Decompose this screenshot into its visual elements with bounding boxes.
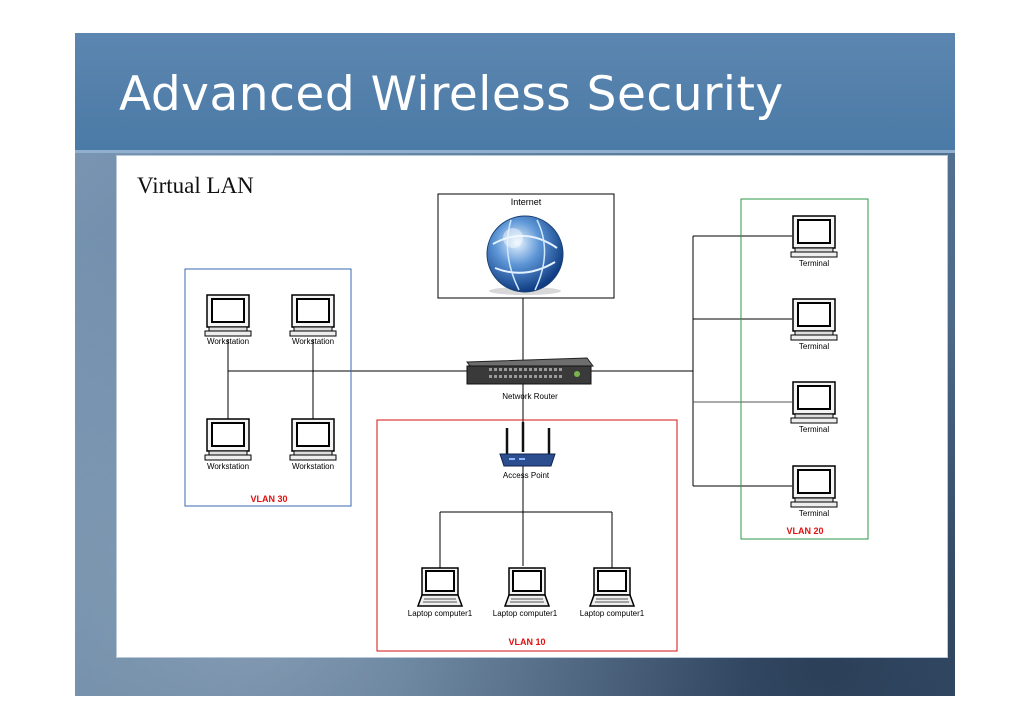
terminal-icon bbox=[790, 381, 838, 424]
router-label: Network Router bbox=[502, 392, 558, 401]
vlan30-group: Workstation Workstation Workstation Work… bbox=[184, 268, 352, 507]
vlan-diagram: Internet bbox=[184, 193, 869, 652]
internet-label: Internet bbox=[511, 197, 542, 207]
laptop-label: Laptop computer1 bbox=[493, 609, 558, 618]
laptop-icon bbox=[589, 567, 635, 607]
workstation-icon bbox=[289, 418, 337, 461]
title-bar: Advanced Wireless Security bbox=[75, 33, 955, 153]
slide-subtitle: Virtual LAN bbox=[137, 173, 254, 198]
vlan20-group: Terminal Terminal Terminal Terminal VLAN… bbox=[740, 198, 869, 540]
workstation-label: Workstation bbox=[207, 337, 249, 346]
laptop-icon bbox=[417, 567, 463, 607]
workstation-label: Workstation bbox=[207, 462, 249, 471]
connection-lines bbox=[227, 235, 792, 568]
title-rule bbox=[75, 150, 955, 153]
workstation-icon bbox=[289, 294, 337, 337]
terminal-icon bbox=[790, 465, 838, 508]
laptop-label: Laptop computer1 bbox=[580, 609, 645, 618]
terminal-label: Terminal bbox=[799, 259, 829, 268]
globe-icon bbox=[486, 215, 564, 295]
vlan10-group: Access Point Laptop computer1 Laptop com… bbox=[376, 419, 678, 652]
vlan10-label: VLAN 10 bbox=[508, 637, 545, 647]
laptop-label: Laptop computer1 bbox=[408, 609, 473, 618]
workstation-icon bbox=[204, 418, 252, 461]
terminal-label: Terminal bbox=[799, 425, 829, 434]
terminal-icon bbox=[790, 215, 838, 258]
slide-title: Advanced Wireless Security bbox=[119, 67, 784, 122]
access-point-icon bbox=[499, 422, 556, 467]
workstation-label: Workstation bbox=[292, 462, 334, 471]
laptop-icon bbox=[504, 567, 550, 607]
workstation-icon bbox=[204, 294, 252, 337]
terminal-label: Terminal bbox=[799, 342, 829, 351]
internet-node: Internet bbox=[437, 193, 615, 299]
vlan20-label: VLAN 20 bbox=[786, 526, 823, 536]
content-area: Virtual LAN bbox=[116, 155, 948, 658]
workstation-label: Workstation bbox=[292, 337, 334, 346]
terminal-label: Terminal bbox=[799, 509, 829, 518]
vlan30-label: VLAN 30 bbox=[250, 494, 287, 504]
access-point-label: Access Point bbox=[503, 471, 550, 480]
network-router: Network Router bbox=[466, 357, 594, 401]
terminal-icon bbox=[790, 298, 838, 341]
